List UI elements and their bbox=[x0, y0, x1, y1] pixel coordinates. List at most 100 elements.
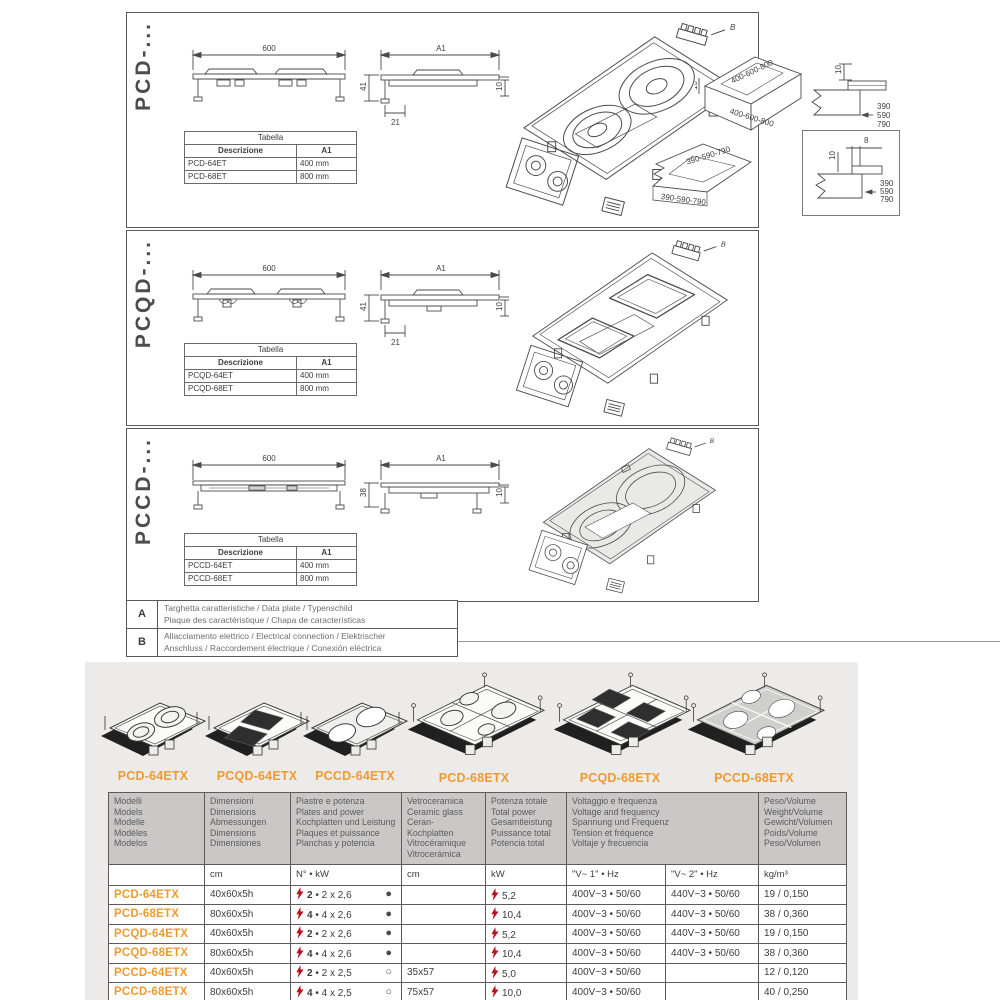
panel-pcqd: PCQD-... 600 bbox=[126, 230, 759, 426]
legend-notes: A Targhetta caratteristiche / Data plate… bbox=[126, 600, 458, 657]
panel-pccd: PCCD-... 600 bbox=[126, 428, 759, 602]
edge-detail-drawing-1: 10 390 590 790 bbox=[811, 63, 891, 129]
pcqd-68etx-image bbox=[553, 672, 692, 755]
pcd-side-view-drawing: A1 41 21 10 bbox=[359, 44, 509, 127]
cutout1-dim: 10 bbox=[695, 81, 699, 90]
spec-row-pccd-68etx: PCCD-68ETX 80x60x5h 4 • 4 x 2,5○ 75x57 1… bbox=[108, 982, 847, 1000]
spec-row-pcd-64etx: PCD-64ETX 40x60x5h 2 • 2 x 2,6● 5,2 400V… bbox=[108, 884, 847, 906]
pccd-isometric-drawing: B bbox=[528, 437, 717, 594]
plate-type-dot: ● bbox=[385, 888, 392, 901]
power-icon bbox=[296, 926, 304, 940]
panel-pcqd-title: PCQD-... bbox=[132, 239, 155, 349]
pcqd-64etx-image bbox=[205, 702, 311, 756]
pcd-64etx-image bbox=[101, 702, 207, 756]
product-label: PCD-68ETX bbox=[438, 771, 510, 785]
side-height-dim: 41 bbox=[359, 302, 368, 311]
side-right-dim: 10 bbox=[495, 82, 504, 91]
side-right-dim: 10 bbox=[495, 302, 504, 311]
panel-pcd-title: PCD-... bbox=[132, 21, 155, 111]
power-icon bbox=[296, 965, 304, 979]
cutout-box-drawing: 400-600-800 400-600-800 10 bbox=[695, 56, 803, 131]
control-panel-icon bbox=[528, 529, 589, 586]
svg-text:790: 790 bbox=[880, 195, 894, 204]
note-a: A Targhetta caratteristiche / Data plate… bbox=[126, 600, 458, 629]
terminal-block-icon bbox=[671, 240, 701, 262]
pcqd-side-view-drawing: A1 41 21 10 bbox=[359, 264, 509, 347]
plate-type-dot: ● bbox=[385, 907, 392, 920]
product-label: PCD-64ETX bbox=[117, 769, 189, 783]
svg-text:390: 390 bbox=[877, 102, 891, 111]
connector-icon bbox=[603, 398, 626, 417]
pcqd-isometric-drawing: B bbox=[515, 240, 729, 417]
header-plates-power: Piastre e potenza Plates and power Kochp… bbox=[290, 792, 402, 865]
plate-type-dot: ○ bbox=[385, 966, 392, 979]
product-pccd-68etx: PCCD-68ETX bbox=[677, 670, 831, 785]
header-ceramic: Vetroceramica Ceramic glass Ceran-Kochpl… bbox=[401, 792, 486, 865]
svg-text:790: 790 bbox=[877, 120, 891, 129]
spec-header-row: Modelli Models Modelle Modèles Modelos D… bbox=[108, 792, 847, 865]
col-a1: A1 bbox=[295, 144, 358, 158]
side-bottom-dim: 21 bbox=[391, 118, 400, 127]
product-label: PCQD-64ETX bbox=[216, 769, 298, 783]
pcd-front-view-drawing: 600 bbox=[191, 44, 347, 102]
svg-text:590: 590 bbox=[880, 187, 894, 196]
product-label: PCCD-68ETX bbox=[714, 771, 794, 785]
connector-icon bbox=[601, 196, 626, 217]
spec-row-pccd-64etx: PCCD-64ETX 40x60x5h 2 • 2 x 2,5○ 35x57 5… bbox=[108, 962, 847, 984]
side-a1-dim: A1 bbox=[436, 44, 446, 53]
note-b: B Allacciamento elettrico / Electrical c… bbox=[126, 628, 458, 657]
power-icon bbox=[296, 945, 304, 959]
pccd-front-view-drawing: 600 bbox=[191, 454, 347, 510]
power-icon bbox=[491, 946, 499, 960]
pccd-68etx-image bbox=[687, 672, 826, 755]
power-icon bbox=[491, 926, 499, 940]
panel-pccd-title: PCCD-... bbox=[132, 437, 155, 545]
front-width-dim: 600 bbox=[262, 44, 276, 53]
front-width-dim: 600 bbox=[262, 264, 276, 273]
product-pcd-68etx: PCD-68ETX bbox=[397, 670, 551, 785]
pccd-side-view-drawing: A1 38 10 bbox=[359, 454, 509, 514]
model-name: PCQD-68ETX bbox=[108, 943, 205, 964]
callout-b: B bbox=[721, 240, 726, 249]
pccd-64etx-image bbox=[303, 702, 409, 756]
power-icon bbox=[296, 984, 304, 998]
side-right-dim: 10 bbox=[495, 488, 504, 497]
control-panel-icon bbox=[505, 137, 580, 206]
connector-icon bbox=[605, 577, 626, 594]
col-descrizione: Descrizione bbox=[184, 144, 297, 158]
product-pcd-64etx: PCD-64ETX bbox=[95, 686, 211, 783]
detail2-dim-top: 8 bbox=[864, 136, 869, 145]
spec-table: Modelli Models Modelle Modèles Modelos D… bbox=[108, 792, 847, 1000]
edge-detail-drawing-2: 8 10 390 590 790 bbox=[802, 130, 900, 216]
header-models: Modelli Models Modelle Modèles Modelos bbox=[108, 792, 205, 865]
spec-row-pcqd-68etx: PCQD-68ETX 80x60x5h 4 • 4 x 2,6● 10,4 40… bbox=[108, 943, 847, 964]
product-label: PCCD-64ETX bbox=[315, 769, 395, 783]
pcqd-front-view-drawing: 600 bbox=[191, 264, 347, 322]
plate-type-dot: ○ bbox=[385, 985, 392, 998]
product-pcqd-68etx: PCQD-68ETX bbox=[543, 670, 697, 785]
product-label: PCQD-68ETX bbox=[579, 771, 661, 785]
plate-type-dot: ● bbox=[385, 946, 392, 959]
model-name: PCQD-64ETX bbox=[108, 923, 205, 945]
pcd-68etx-image bbox=[407, 672, 546, 755]
power-icon bbox=[491, 985, 499, 999]
header-weight: Peso/Volume Weight/Volume Gewicht/Volume… bbox=[758, 792, 847, 865]
power-icon bbox=[491, 907, 499, 921]
header-total-power: Potenza totale Total power Gesamtleistun… bbox=[485, 792, 567, 865]
side-bottom-dim: 21 bbox=[391, 338, 400, 347]
panel-pcd: PCD-... 600 bbox=[126, 12, 759, 228]
svg-text:390: 390 bbox=[880, 179, 894, 188]
terminal-block-icon bbox=[665, 437, 693, 457]
side-a1-dim: A1 bbox=[436, 454, 446, 463]
side-height-dim: 41 bbox=[359, 82, 368, 91]
detail2-dim-left: 10 bbox=[828, 151, 837, 160]
